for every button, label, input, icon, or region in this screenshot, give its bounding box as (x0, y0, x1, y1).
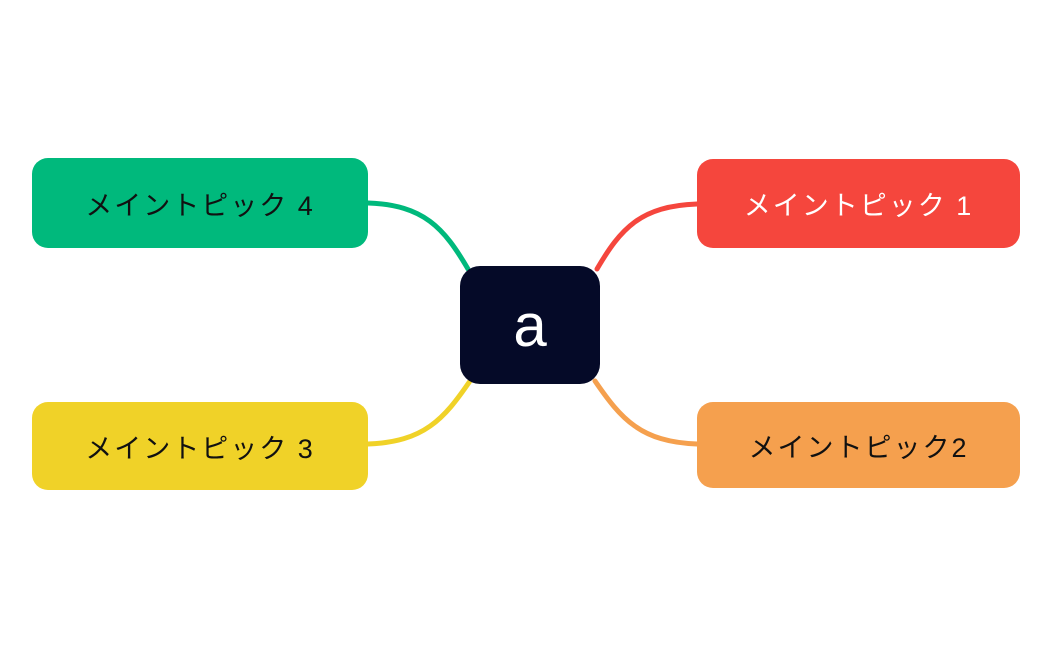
main-topic-3-label: メイントピック 3 (85, 433, 315, 464)
main-topic-3-node[interactable]: メイントピック 3 (32, 402, 368, 490)
connector-center-to-topic-1 (594, 201, 700, 272)
main-topic-2-label: メイントピック2 (748, 432, 969, 463)
main-topic-4-label: メイントピック 4 (85, 190, 315, 221)
connector-center-to-topic-3 (365, 378, 473, 447)
central-topic-node[interactable]: a (460, 266, 600, 384)
main-topic-1-node[interactable]: メイントピック 1 (697, 159, 1020, 248)
main-topic-1-label: メイントピック 1 (743, 191, 974, 221)
connector-center-to-topic-2 (592, 378, 700, 447)
main-topic-2-node[interactable]: メイントピック2 (697, 402, 1020, 488)
connector-center-to-topic-4 (365, 200, 471, 272)
main-topic-4-node[interactable]: メイントピック 4 (32, 158, 368, 248)
central-topic-label: a (513, 291, 547, 359)
